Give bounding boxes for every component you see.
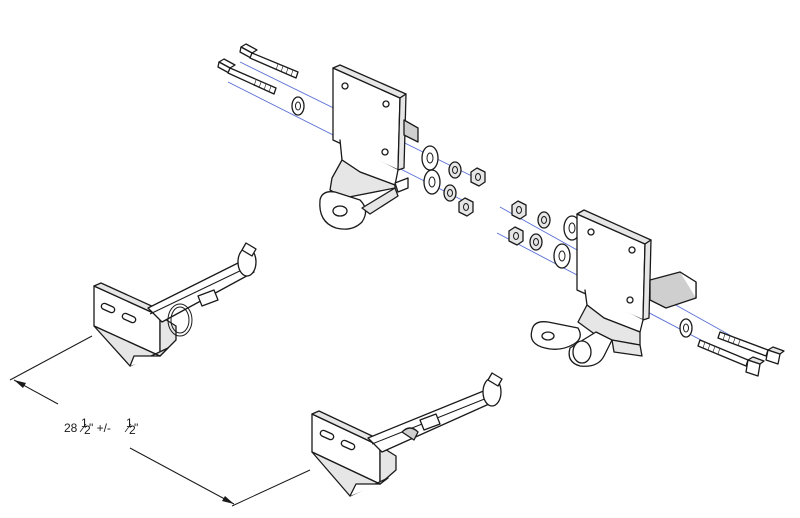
dimension-label: 28 1 2 " +/- 1 2 " [64, 416, 138, 437]
dimension-tolerance: " +/- [89, 421, 114, 435]
dimension-end: " [134, 421, 138, 435]
frame-bracket-right [530, 209, 697, 367]
bolt-lower-right-2 [697, 339, 765, 377]
tow-bracket-left [93, 242, 257, 367]
frame-bracket-left [319, 64, 419, 230]
tow-bracket-right [311, 372, 503, 497]
lock-washer-right-1 [537, 211, 551, 229]
washer-right-1 [563, 215, 581, 241]
nut-right-2 [508, 226, 524, 246]
bolt-upper-left-2 [217, 58, 277, 95]
washer-left-1 [421, 145, 439, 171]
washer-left-2 [423, 169, 441, 195]
dimension-28-half [9, 335, 311, 507]
fraction-1-num: 1 [81, 416, 88, 430]
lock-washer-left-2 [443, 184, 457, 202]
nut-left-2 [458, 197, 474, 217]
washer-right-2 [553, 243, 571, 269]
washer-lower-right [679, 318, 693, 338]
lock-washer-right-2 [529, 233, 543, 251]
bolt-upper-left-1 [239, 43, 299, 79]
bolt-lower-right-1 [717, 331, 785, 365]
nut-left-1 [470, 167, 486, 187]
nut-right-1 [511, 200, 527, 220]
fraction-1-den: 2 [84, 423, 91, 437]
lock-washer-left-1 [448, 161, 462, 179]
fraction-2-den: 2 [129, 423, 136, 437]
washer-upper-left [291, 96, 305, 116]
fraction-2-num: 1 [126, 416, 133, 430]
dimension-whole: 28 [64, 421, 78, 435]
